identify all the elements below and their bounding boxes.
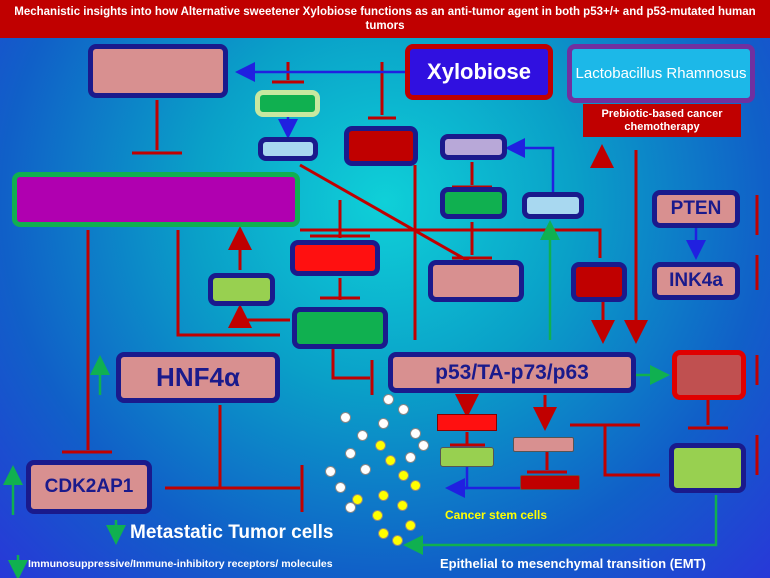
unlabeled-node-darkred-2 xyxy=(571,262,627,302)
unlabeled-node-lavender xyxy=(440,134,507,160)
unlabeled-node-pink-top xyxy=(88,44,228,98)
unlabeled-node-purple xyxy=(12,172,300,227)
pten-node: PTEN xyxy=(652,190,740,228)
unlabeled-node-green-mid xyxy=(440,187,507,219)
lactobacillus-node: Lactobacillus Rhamnosus xyxy=(567,44,755,103)
unlabeled-node-red-outline xyxy=(672,350,746,400)
emt-label: Epithelial to mesenchymal transition (EM… xyxy=(440,556,706,571)
unlabeled-node-green-top xyxy=(255,90,320,117)
xylobiose-node: Xylobiose xyxy=(405,44,553,100)
unlabeled-bar-red xyxy=(437,414,497,431)
unlabeled-node-lightblue-2 xyxy=(522,192,584,219)
unlabeled-node-green-low xyxy=(292,307,388,349)
unlabeled-node-lightgreen xyxy=(208,273,275,306)
diagram-title: Mechanistic insights into how Alternativ… xyxy=(0,0,770,38)
cdk2ap1-node: CDK2AP1 xyxy=(26,460,152,514)
unlabeled-node-red xyxy=(290,240,380,276)
hnf4a-node: HNF4α xyxy=(116,352,280,403)
unlabeled-node-pink-mid xyxy=(428,260,524,302)
metastatic-tumor-cells-label: Metastatic Tumor cells xyxy=(130,522,334,543)
cancer-stem-cells-label: Cancer stem cells xyxy=(445,508,548,522)
p53-node: p53/TA-p73/p63 xyxy=(388,352,636,393)
unlabeled-bar-lightgreen xyxy=(440,447,494,467)
unlabeled-bar-darkred xyxy=(520,475,580,490)
unlabeled-bar-pink xyxy=(513,437,574,452)
prebiotic-label: Prebiotic-based cancer chemotherapy xyxy=(583,104,741,137)
immunosuppressive-label: Immunosuppressive/Immune-inhibitory rece… xyxy=(28,558,333,570)
ink4a-node: INK4a xyxy=(652,262,740,300)
unlabeled-node-lightblue xyxy=(258,137,318,161)
unlabeled-node-lightgreen-right xyxy=(669,443,746,493)
unlabeled-node-darkred xyxy=(344,126,418,166)
